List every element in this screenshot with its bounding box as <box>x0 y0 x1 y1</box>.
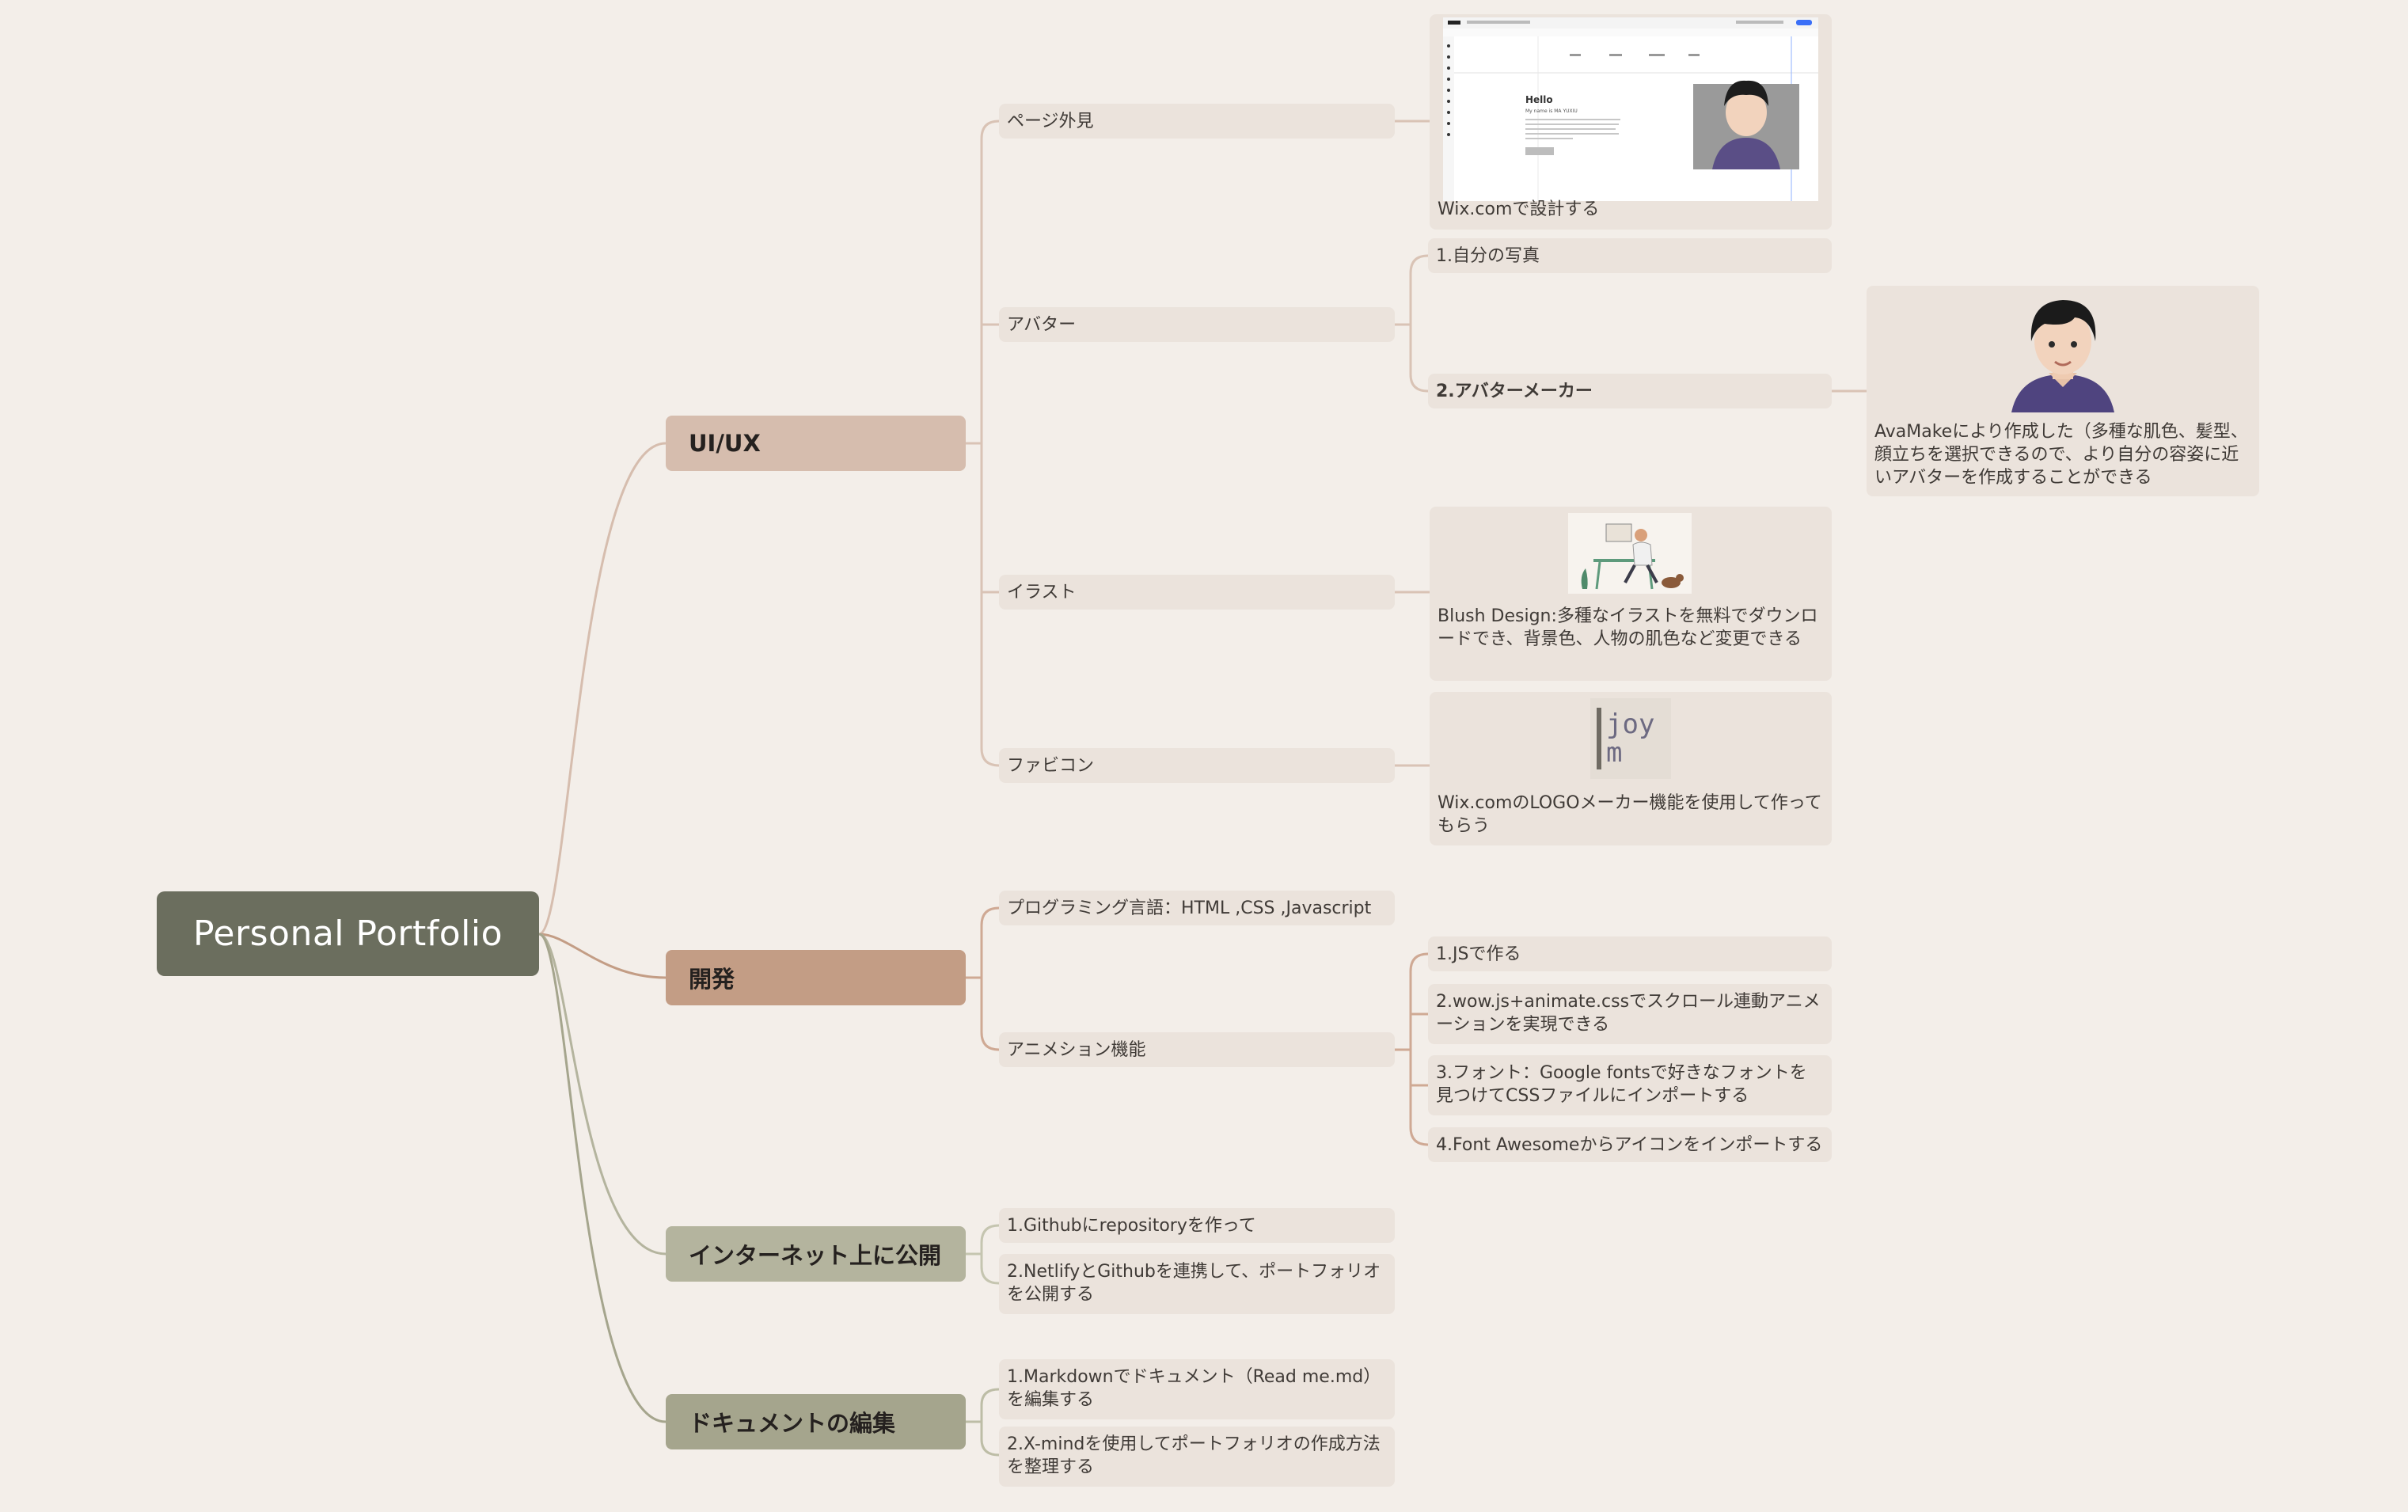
topic-illustration[interactable]: イラスト <box>999 575 1395 610</box>
docs-item-1[interactable]: 1.Markdownでドキュメント（Read me.md）を編集する <box>999 1359 1395 1419</box>
publish-item-1[interactable]: 1.Githubにrepositoryを作って <box>999 1208 1395 1243</box>
topic-page-look[interactable]: ページ外見 <box>999 104 1395 139</box>
screenshot-sub-text: My name is MA YUXIU <box>1525 108 1578 114</box>
topic-avatar[interactable]: アバター <box>999 307 1395 342</box>
page-look-caption: Wix.comで設計する <box>1438 199 1600 219</box>
topic-programming-languages[interactable]: プログラミング言語：HTML ,CSS ,Javascript <box>999 891 1395 925</box>
branch-uiux[interactable]: UI/UX <box>666 416 966 471</box>
animation-item-3[interactable]: 3.フォント：Google fontsで好きなフォントを見つけてCSSファイルに… <box>1428 1055 1832 1115</box>
avatar-illustration <box>2011 300 2114 412</box>
root-topic[interactable]: Personal Portfolio <box>157 891 539 976</box>
publish-item-2[interactable]: 2.NetlifyとGithubを連携して、ポートフォリオを公開する <box>999 1254 1395 1314</box>
screenshot-hello-text: Hello <box>1525 94 1553 105</box>
card-favicon[interactable]: joy m Wix.comのLOGOメーカー機能を使用して作ってもらう <box>1430 692 1832 845</box>
animation-item-2[interactable]: 2.wow.js+animate.cssでスクロール連動アニメーションを実現でき… <box>1428 984 1832 1044</box>
animation-item-1[interactable]: 1.JSで作る <box>1428 936 1832 971</box>
topic-favicon[interactable]: ファビコン <box>999 748 1395 783</box>
card-illustration[interactable]: Blush Design:多種なイラストを無料でダウンロードでき、背景色、人物の… <box>1430 507 1832 681</box>
animation-item-4[interactable]: 4.Font Awesomeからアイコンをインポートする <box>1428 1127 1832 1162</box>
blush-illustration <box>1568 513 1692 594</box>
card-avatar-maker[interactable]: AvaMakeにより作成した（多種な肌色、髪型、顔立ちを選択できるので、より自分… <box>1867 286 2259 496</box>
avatar-item-photo[interactable]: 1.自分の写真 <box>1428 238 1832 273</box>
avatar-maker-caption: AvaMakeにより作成した（多種な肌色、髪型、顔立ちを選択できるので、より自分… <box>1874 422 2248 488</box>
favicon-caption: Wix.comのLOGOメーカー機能を使用して作ってもらう <box>1438 793 1822 836</box>
branch-dev[interactable]: 開発 <box>666 950 966 1005</box>
card-page-look[interactable]: Hello My name is MA YUXIU Wix.comで設計する <box>1430 14 1832 230</box>
docs-item-2[interactable]: 2.X-mindを使用してポートフォリオの作成方法を整理する <box>999 1427 1395 1487</box>
topic-animation[interactable]: アニメション機能 <box>999 1032 1395 1067</box>
favicon-logo-text: joy m <box>1606 709 1655 769</box>
branch-publish[interactable]: インターネット上に公開 <box>666 1226 966 1282</box>
branch-docs[interactable]: ドキュメントの編集 <box>666 1394 966 1449</box>
illustration-caption: Blush Design:多種なイラストを無料でダウンロードでき、背景色、人物の… <box>1438 606 1818 649</box>
wix-editor-screenshot: Hello My name is MA YUXIU <box>1443 17 1818 201</box>
avatar-item-maker[interactable]: 2.アバターメーカー <box>1428 374 1832 408</box>
favicon-logo: joy m <box>1590 698 1671 779</box>
